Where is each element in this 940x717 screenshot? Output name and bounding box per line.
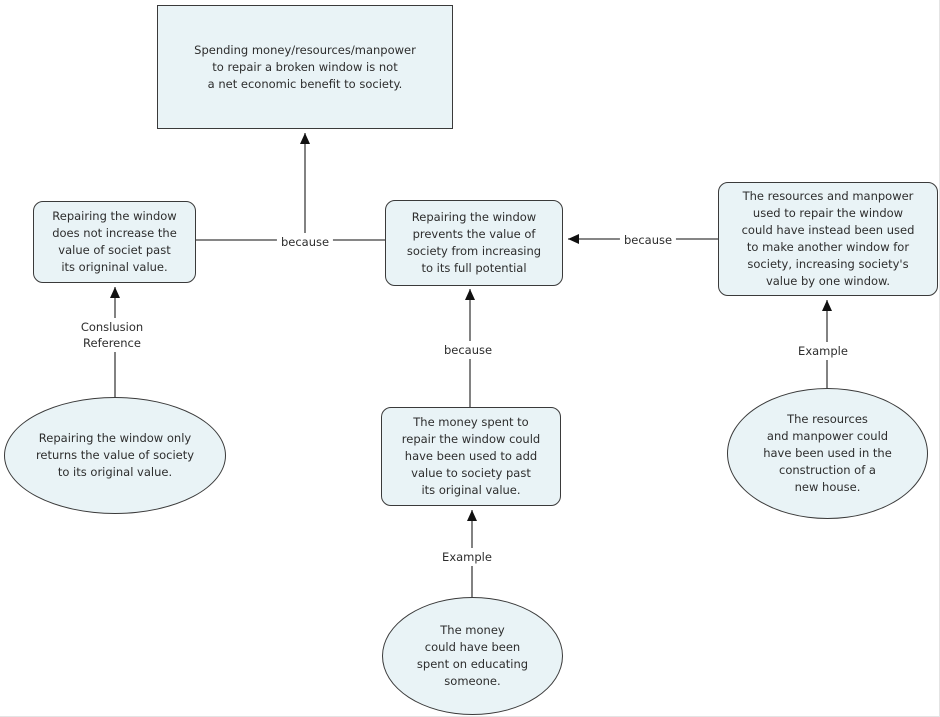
edge-label-because-center: because <box>439 341 497 359</box>
edge-label-conclusion-reference: Conslusion Reference <box>76 318 148 352</box>
node-right-example[interactable]: The resources and manpower could have be… <box>727 388 928 519</box>
node-left-premise-text: Repairing the window does not increase t… <box>52 209 177 274</box>
edge-label-because-left: because <box>276 233 334 251</box>
edge-label-because-right: because <box>619 231 677 249</box>
node-left-example[interactable]: Repairing the window only returns the va… <box>4 397 226 514</box>
node-main-conclusion[interactable]: Spending money/resources/manpower to rep… <box>157 5 453 129</box>
edge-label-example-right: Example <box>794 342 852 360</box>
node-right-premise[interactable]: The resources and manpower used to repai… <box>718 182 938 296</box>
node-center-support-text: The money spent to repair the window cou… <box>401 415 541 497</box>
node-main-conclusion-text: Spending money/resources/manpower to rep… <box>194 42 416 91</box>
node-center-premise-text: Repairing the window prevents the value … <box>406 210 542 275</box>
node-bottom-example-text: The money could have been spent on educa… <box>416 623 529 688</box>
node-left-example-text: Repairing the window only returns the va… <box>35 431 195 479</box>
edge-label-example-bottom: Example <box>438 548 496 566</box>
node-right-premise-text: The resources and manpower used to repai… <box>741 189 915 288</box>
node-left-premise[interactable]: Repairing the window does not increase t… <box>33 201 196 283</box>
node-bottom-example[interactable]: The money could have been spent on educa… <box>382 597 563 715</box>
node-center-premise[interactable]: Repairing the window prevents the value … <box>385 200 563 286</box>
node-right-example-text: The resources and manpower could have be… <box>763 412 892 494</box>
node-center-support[interactable]: The money spent to repair the window cou… <box>381 407 561 506</box>
